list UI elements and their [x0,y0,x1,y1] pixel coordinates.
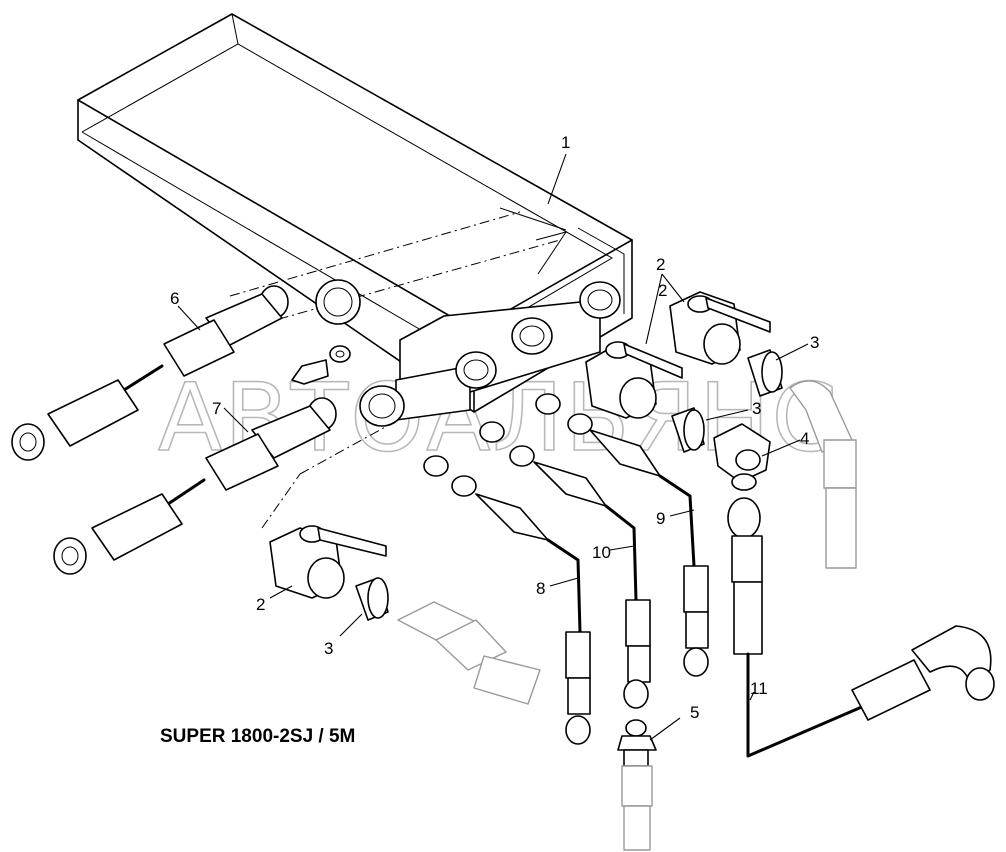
centerline [261,473,301,529]
ghost-hose-right [789,380,857,569]
pipe-assembly-9 [567,413,709,677]
pipe-assembly-10 [509,445,651,709]
callout-2: 2 [658,281,667,300]
callout-11: 11 [750,679,768,698]
callout-10: 10 [592,543,611,562]
callout-5: 5 [690,703,699,722]
callout-6: 6 [170,289,179,308]
nipple-lower [355,577,389,621]
bolt-washer [291,345,351,385]
ball-valve-lower [269,525,387,599]
nipple-middle [671,407,705,453]
ghost-hose-lower [397,601,541,705]
pipe-assembly-8 [451,475,591,745]
callout-3: 3 [324,639,333,658]
callout-9: 9 [656,509,665,528]
manifold-ports [315,279,621,477]
hose-assembly-6 [11,285,289,461]
callout-8: 8 [536,579,545,598]
adapter-fitting [617,719,657,767]
ball-valve-upper [669,291,771,365]
hose-assembly-7 [53,397,337,575]
callout-2: 2 [656,255,665,274]
callout-2: 2 [256,595,265,614]
manifold-block [77,13,633,421]
callout-3: 3 [752,399,761,418]
model-caption: SUPER 1800-2SJ / 5M [160,726,355,747]
elbow-fitting [713,423,771,491]
leader-lines [177,153,809,741]
hose-assembly-11 [727,497,995,758]
ball-valve-middle [585,341,683,419]
centerline [299,419,399,475]
callout-3: 3 [810,333,819,352]
callout-4: 4 [800,429,809,448]
ghost-pipe-bottom [621,765,653,851]
callout-1: 1 [561,133,570,152]
callout-7: 7 [212,399,221,418]
nipple-upper [747,349,783,397]
